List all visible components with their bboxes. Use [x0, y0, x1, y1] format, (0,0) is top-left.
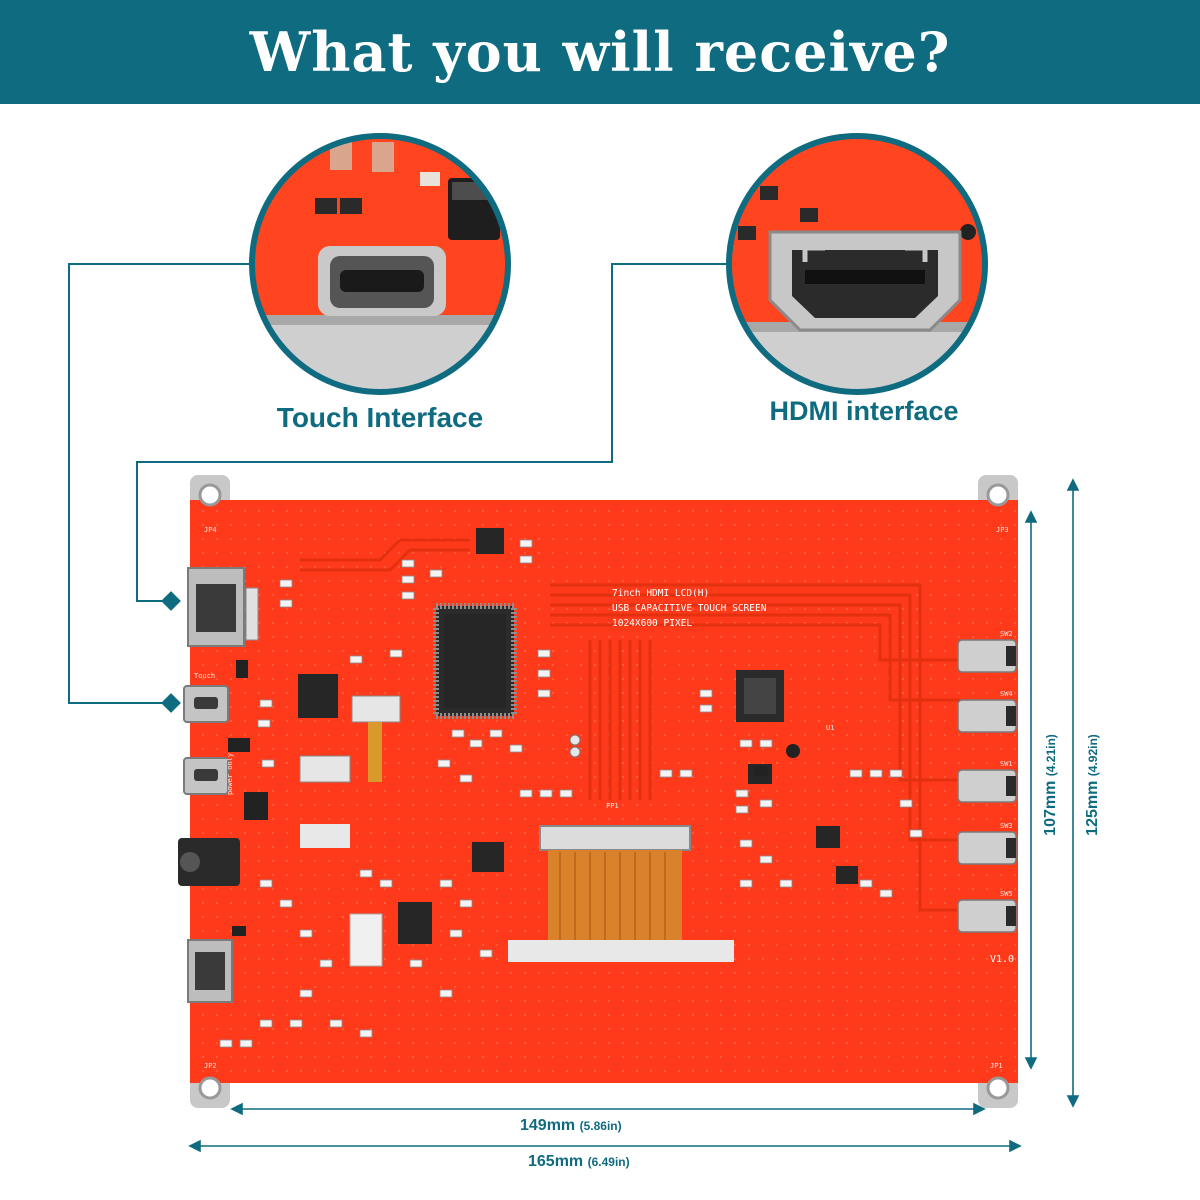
- silk-jp3: JP3: [996, 526, 1009, 534]
- title-banner: [0, 0, 1200, 104]
- main-chip: [433, 603, 517, 719]
- ic-u31: [298, 674, 338, 718]
- height-outer-dimension: 125mm (4.92in): [1084, 720, 1102, 850]
- silk-jp4: JP4: [204, 526, 217, 534]
- connector-lines: [68, 263, 733, 704]
- silk-u1: U1: [826, 724, 834, 732]
- silk-sw3: SW3: [1000, 822, 1013, 830]
- silk-line-3: 1024X600 PIXEL: [612, 618, 692, 629]
- black-components: [228, 660, 800, 936]
- passive-components: [219, 539, 923, 1048]
- dimension-lines: [188, 478, 1080, 1153]
- width-outer-dimension: 165mm (6.49in): [528, 1153, 630, 1171]
- board-version: V1.0: [990, 954, 1014, 965]
- width-inner-in: (5.86in): [579, 1119, 622, 1133]
- hdmi-port-bottom: [187, 939, 233, 1003]
- height-inner-dimension: 107mm (4.21in): [1042, 720, 1060, 850]
- silk-fp1: FP1: [606, 802, 619, 810]
- height-outer-mm: 125mm: [1084, 780, 1101, 836]
- fpc-connector: [351, 695, 401, 723]
- width-inner-dimension: 149mm (5.86in): [520, 1117, 622, 1135]
- hdmi-pointer: [161, 591, 181, 611]
- speaker-header: [349, 913, 383, 967]
- height-inner-mm: 107mm: [1042, 780, 1059, 836]
- pcb-connector-strip: [245, 587, 259, 641]
- width-inner-mm: 149mm: [520, 1117, 576, 1134]
- eeprom-chip: [476, 528, 504, 554]
- silk-sw5: SW5: [1000, 890, 1013, 898]
- ic-lower: [398, 902, 432, 944]
- ic-u12: [816, 826, 840, 848]
- silk-line-2: USB CAPACITIVE TOUCH SCREEN: [612, 603, 767, 614]
- ic-audio: [472, 842, 504, 872]
- fpc-connector-2: [299, 755, 351, 783]
- hdmi-port-top: [187, 567, 245, 647]
- side-buttons: [957, 639, 1017, 933]
- height-outer-in: (4.92in): [1086, 734, 1100, 777]
- silk-line-1: 7inch HDMI LCD(H): [612, 588, 709, 599]
- fpc-ribbon-small: [368, 722, 382, 782]
- touch-usb-port: [183, 685, 229, 723]
- hdmi-interface-label: HDMI interface: [769, 396, 959, 426]
- display-fpc-connector: [539, 825, 691, 851]
- silk-sw4: SW4: [1000, 690, 1013, 698]
- silk-jp1: JP1: [990, 1062, 1003, 1070]
- ic-u13: [836, 866, 858, 884]
- width-outer-mm: 165mm: [528, 1153, 584, 1170]
- label-pad: [300, 824, 350, 848]
- height-inner-in: (4.21in): [1044, 734, 1058, 777]
- touch-pointer: [161, 693, 181, 713]
- power-usb-port: [183, 757, 229, 795]
- jp5-pad: [569, 734, 581, 746]
- silk-sw2: SW2: [1000, 630, 1013, 638]
- pcb-board: 7inch HDMI LCD(H) USB CAPACITIVE TOUCH S…: [178, 475, 1018, 1108]
- touch-interface-label: Touch Interface: [276, 402, 484, 433]
- silk-jp2: JP2: [204, 1062, 217, 1070]
- panel-glass: [508, 940, 734, 962]
- width-outer-in: (6.49in): [587, 1155, 630, 1169]
- silk-sw1: SW1: [1000, 760, 1013, 768]
- silk-touch: Touch: [194, 672, 215, 680]
- page-title: What you will receive?: [249, 20, 951, 84]
- silk-power: power only: [226, 753, 234, 795]
- audio-jack: [178, 838, 240, 886]
